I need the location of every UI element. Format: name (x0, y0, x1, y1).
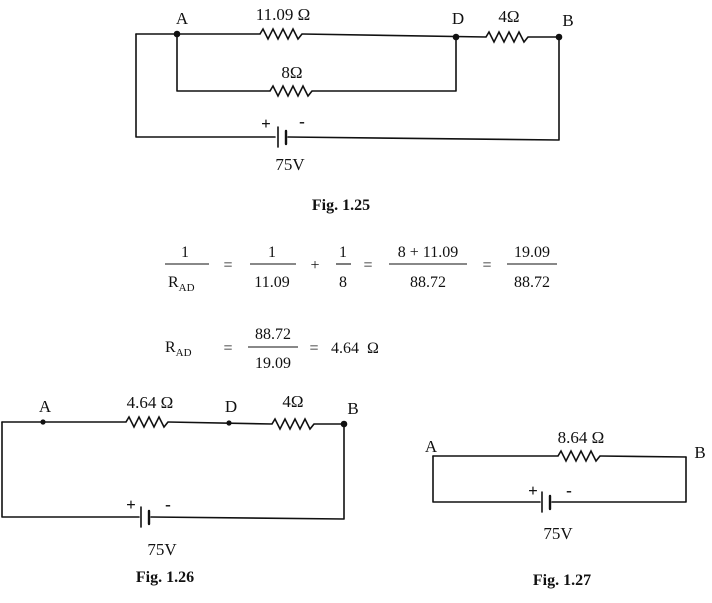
fig127-caption: Fig. 1.27 (533, 572, 591, 589)
eq1-term1-denominator: 11.09 (254, 274, 289, 291)
eq1-term3-denominator: 88.72 (410, 274, 446, 291)
fig125-node-b-dot (555, 33, 563, 41)
fig125-wire-left-bottom (135, 33, 276, 138)
fig127-label-voltage: 75V (543, 524, 573, 543)
eq1-equals-1: = (223, 257, 232, 274)
fig125-resistor-4 (485, 30, 529, 44)
eq2-equals-2: = (309, 340, 318, 357)
eq2-lhs-main: R (165, 339, 176, 356)
fig125-resistor-8 (269, 84, 313, 98)
eq1-term2-numerator: 1 (339, 244, 347, 261)
fig127-battery-plus: + (528, 481, 538, 500)
fig126-resistor-4-64 (125, 415, 169, 429)
fig-1-25-circuit: A D B 11.09 Ω 4Ω 8Ω + - 75V Fig. 1.25 (135, 5, 574, 214)
equation-1: 1 RAD = 1 11.09 + 1 8 = 8 + 11.09 88.72 … (165, 244, 557, 294)
fig-1-26-circuit: A D B 4.64 Ω 4Ω + - 75V Fig. 1.26 (1, 392, 359, 586)
fig125-battery-plus: + (261, 114, 271, 133)
fig126-wire-left-bottom (1, 421, 140, 518)
equation-2: RAD = 88.72 19.09 = 4.64 Ω (165, 326, 379, 372)
eq2-equals-1: = (223, 340, 232, 357)
fig125-wire-branch-left (176, 33, 271, 92)
fig126-node-b-dot (340, 420, 348, 428)
fig-1-27-circuit: A B 8.64 Ω + - 75V Fig. 1.27 (425, 428, 706, 589)
fig127-wire-top-right (599, 455, 687, 458)
fig126-label-voltage: 75V (147, 540, 177, 559)
eq1-lhs-denominator: RAD (168, 274, 195, 294)
fig125-label-r-11-09: 11.09 Ω (256, 5, 311, 24)
eq2-numerator: 88.72 (255, 326, 291, 343)
eq1-term1-numerator: 1 (268, 244, 276, 261)
fig127-wire-right-bottom (551, 456, 687, 503)
fig126-resistor-4 (271, 417, 315, 431)
eq2-result: 4.64 Ω (331, 340, 379, 357)
fig126-label-d: D (225, 397, 237, 416)
fig125-node-d-dot (452, 33, 460, 41)
fig127-label-a: A (425, 437, 438, 456)
fig125-label-r-4: 4Ω (498, 7, 519, 26)
fig126-label-b: B (347, 399, 358, 418)
fig126-label-r-4: 4Ω (282, 392, 303, 411)
eq1-term2-denominator: 8 (339, 274, 347, 291)
fig127-battery-minus: - (566, 481, 572, 500)
fig126-wire-right-bottom (150, 423, 345, 520)
fig125-label-r-8: 8Ω (281, 63, 302, 82)
eq2-lhs-sub: AD (176, 347, 192, 359)
eq1-term4-numerator: 19.09 (514, 244, 550, 261)
fig125-label-a: A (176, 9, 189, 28)
fig127-label-b: B (694, 443, 705, 462)
fig125-node-a-dot (173, 30, 181, 38)
eq2-lhs: RAD (165, 339, 192, 359)
fig126-node-d-dot (226, 420, 232, 426)
eq1-lhs-den-main: R (168, 274, 179, 291)
fig126-node-a-dot (40, 419, 46, 425)
eq1-equals-2: = (363, 257, 372, 274)
fig125-resistor-11-09 (259, 27, 303, 41)
fig126-battery-plus: + (126, 495, 136, 514)
fig126-label-a: A (39, 397, 52, 416)
eq1-lhs-numerator: 1 (181, 244, 189, 261)
fig127-label-r-8-64: 8.64 Ω (558, 428, 605, 447)
fig126-battery-minus: - (165, 495, 171, 514)
fig126-label-r-4-64: 4.64 Ω (127, 393, 174, 412)
fig125-battery-minus: - (299, 112, 305, 131)
fig125-caption: Fig. 1.25 (312, 197, 370, 214)
eq1-plus: + (310, 257, 319, 274)
fig125-wire-branch-right (311, 36, 457, 92)
fig125-label-voltage: 75V (275, 155, 305, 174)
eq1-term3-numerator: 8 + 11.09 (398, 244, 458, 261)
fig126-wire-top-middle (167, 421, 273, 425)
eq1-lhs-den-sub: AD (179, 282, 195, 294)
eq1-term4-denominator: 88.72 (514, 274, 550, 291)
eq1-equals-3: = (482, 257, 491, 274)
fig127-resistor-8-64 (557, 449, 601, 463)
fig125-label-b: B (562, 11, 573, 30)
fig127-wire-left-bottom (432, 455, 541, 503)
fig126-caption: Fig. 1.26 (136, 569, 194, 586)
fig125-wire-right-bottom (287, 36, 560, 141)
eq2-denominator: 19.09 (255, 355, 291, 372)
fig125-label-d: D (452, 9, 464, 28)
